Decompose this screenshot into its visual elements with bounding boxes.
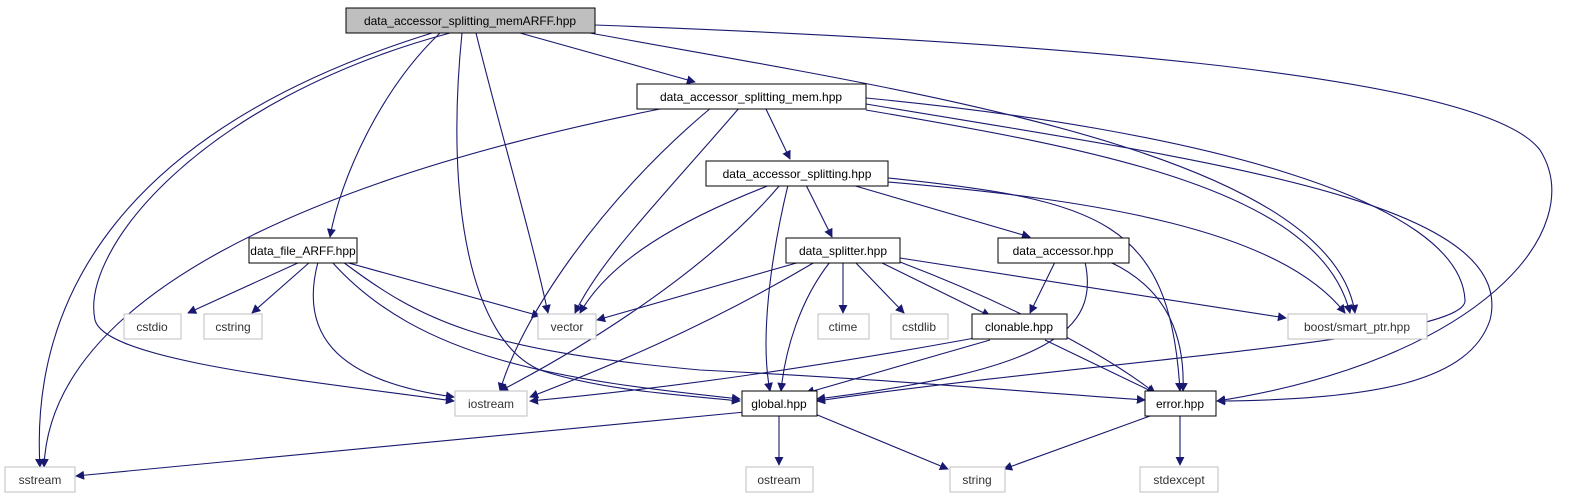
node-splitter-label: data_splitter.hpp bbox=[799, 244, 887, 258]
edge-global-to-sstream bbox=[75, 411, 746, 480]
edge-splitting-to-vector bbox=[579, 184, 771, 314]
edge-main-to-error bbox=[594, 24, 1553, 405]
edge-clonable-to-global bbox=[805, 339, 991, 396]
node-cstdlib-label: cstdlib bbox=[902, 320, 936, 334]
node-accessor-label: data_accessor.hpp bbox=[1013, 244, 1114, 258]
node-iostream[interactable]: iostream bbox=[454, 390, 528, 417]
node-smartptr[interactable]: boost/smart_ptr.hpp bbox=[1287, 313, 1428, 340]
node-arff[interactable]: data_file_ARFF.hpp bbox=[248, 237, 358, 264]
node-vector[interactable]: vector bbox=[537, 313, 597, 340]
edge-arff-to-cstring bbox=[251, 261, 311, 314]
node-splitting-label: data_accessor_splitting.hpp bbox=[723, 167, 872, 181]
node-global[interactable]: global.hpp bbox=[741, 390, 818, 417]
node-cstdio-label: cstdio bbox=[136, 320, 168, 334]
edge-splitting-to-global bbox=[764, 184, 789, 392]
node-cstring-label: cstring bbox=[215, 320, 250, 334]
node-ostream[interactable]: ostream bbox=[745, 466, 814, 493]
node-ctime-label: ctime bbox=[829, 320, 858, 334]
node-mem[interactable]: data_accessor_splitting_mem.hpp bbox=[636, 83, 867, 110]
edge-splitting-to-iostream bbox=[499, 184, 781, 392]
node-stdexcept[interactable]: stdexcept bbox=[1139, 466, 1219, 493]
edge-mem-to-sstream bbox=[39, 106, 671, 468]
node-iostream-label: iostream bbox=[468, 397, 514, 411]
edge-clonable-to-iostream bbox=[529, 337, 976, 405]
edge-global-to-string bbox=[814, 413, 949, 471]
node-accessor[interactable]: data_accessor.hpp bbox=[997, 237, 1130, 264]
edge-mem-to-error bbox=[865, 103, 1493, 406]
edge-splitter-to-vector bbox=[596, 261, 801, 323]
node-main-label: data_accessor_splitting_memARFF.hpp bbox=[364, 14, 576, 28]
edge-main-to-arff bbox=[326, 32, 441, 238]
node-arff-label: data_file_ARFF.hpp bbox=[250, 244, 356, 258]
node-string-label: string bbox=[962, 473, 991, 487]
edge-arff-to-global bbox=[331, 261, 741, 403]
dependency-edges bbox=[35, 24, 1553, 480]
edge-main-to-global bbox=[456, 32, 741, 405]
dependency-nodes: data_accessor_splitting_memARFF.hpp data… bbox=[4, 7, 1428, 493]
edge-error-to-string bbox=[1003, 415, 1151, 471]
node-cstdlib[interactable]: cstdlib bbox=[890, 313, 949, 340]
node-vector-label: vector bbox=[551, 320, 584, 334]
edge-splitter-to-iostream bbox=[529, 261, 816, 399]
node-mem-label: data_accessor_splitting_mem.hpp bbox=[660, 90, 842, 104]
node-stdexcept-label: stdexcept bbox=[1153, 473, 1205, 487]
node-clonable-label: clonable.hpp bbox=[985, 320, 1053, 334]
edge-splitting-to-accessor bbox=[851, 184, 1031, 240]
edge-splitting-to-error bbox=[887, 177, 1185, 392]
node-global-label: global.hpp bbox=[751, 397, 807, 411]
edge-accessor-to-global bbox=[816, 261, 1088, 403]
node-ctime[interactable]: ctime bbox=[817, 313, 870, 340]
node-splitter[interactable]: data_splitter.hpp bbox=[785, 237, 901, 264]
edge-splitting-to-smartptr bbox=[887, 181, 1346, 314]
node-smartptr-label: boost/smart_ptr.hpp bbox=[1304, 320, 1410, 334]
node-error-label: error.hpp bbox=[1156, 397, 1204, 411]
edge-clonable-to-error bbox=[1044, 339, 1156, 394]
edge-splitter-to-clonable bbox=[879, 261, 991, 317]
node-sstream-label: sstream bbox=[19, 473, 62, 487]
edge-splitting-to-splitter bbox=[805, 184, 833, 238]
node-string[interactable]: string bbox=[949, 466, 1006, 493]
node-error[interactable]: error.hpp bbox=[1144, 390, 1217, 417]
node-cstring[interactable]: cstring bbox=[203, 313, 263, 340]
node-main[interactable]: data_accessor_splitting_memARFF.hpp bbox=[345, 7, 596, 34]
edge-accessor-to-error bbox=[1109, 261, 1188, 392]
edge-arff-to-iostream bbox=[312, 261, 455, 401]
edge-splitter-to-cstdlib bbox=[854, 261, 905, 314]
edge-splitter-to-smartptr bbox=[899, 257, 1287, 322]
node-sstream[interactable]: sstream bbox=[4, 466, 76, 493]
edge-mem-to-smartptr bbox=[865, 109, 1353, 314]
edge-mem-to-splitting bbox=[764, 106, 791, 160]
edge-main-to-mem bbox=[519, 32, 696, 85]
edge-splitter-to-global bbox=[777, 261, 831, 392]
edge-arff-to-cstdio bbox=[187, 261, 301, 314]
edge-main-to-iostream bbox=[93, 32, 455, 405]
edge-main-to-sstream bbox=[35, 32, 433, 468]
edge-accessor-to-clonable bbox=[1029, 261, 1056, 314]
node-cstdio[interactable]: cstdio bbox=[123, 313, 182, 340]
edge-mem-to-iostream bbox=[497, 106, 713, 392]
edge-main-to-smartptr bbox=[589, 32, 1359, 314]
edge-main-to-vector bbox=[475, 32, 551, 314]
node-ostream-label: ostream bbox=[757, 473, 800, 487]
edge-mem-to-vector bbox=[574, 106, 741, 314]
node-splitting[interactable]: data_accessor_splitting.hpp bbox=[705, 160, 889, 187]
edge-arff-to-error bbox=[342, 261, 1146, 404]
edge-mem-to-global bbox=[816, 97, 1466, 405]
edge-arff-to-vector bbox=[344, 261, 541, 319]
node-clonable[interactable]: clonable.hpp bbox=[971, 313, 1068, 340]
